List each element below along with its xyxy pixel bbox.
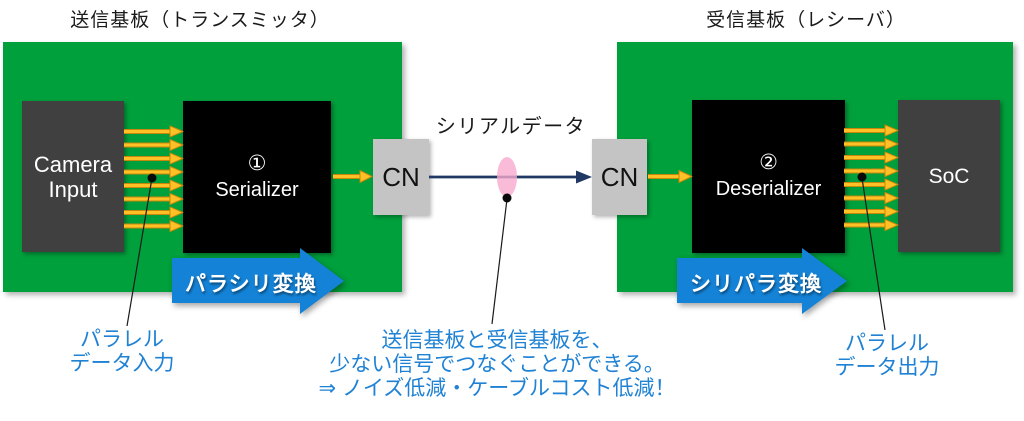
serializer-to-cn-arrow-icon bbox=[333, 171, 372, 183]
serial-data-label: シリアルデータ bbox=[435, 116, 587, 138]
transmitter-connector: CN bbox=[373, 139, 429, 215]
parallel-output-annotation-line2: データ出力 bbox=[834, 356, 940, 379]
parallel-input-annotation: パラレル データ入力 bbox=[57, 328, 187, 376]
input-callout-leader bbox=[126, 173, 157, 327]
serial-callout-leader bbox=[491, 193, 512, 325]
serializer-block: ① Serializer bbox=[183, 101, 331, 253]
camera-input-label-line2: Input bbox=[48, 176, 98, 202]
parallel-output-arrows-icon bbox=[844, 125, 898, 231]
parallel-output-annotation-line1: パラレル bbox=[845, 332, 929, 355]
transmitter-connector-label: CN bbox=[382, 161, 420, 192]
parallel-input-annotation-line2: データ入力 bbox=[69, 352, 175, 375]
serial-benefit-note-line3: ⇒ ノイズ低減・ケーブルコスト低減！ bbox=[318, 377, 676, 400]
deserializer-number: ② bbox=[759, 151, 778, 174]
parallel-input-annotation-line1: パラレル bbox=[80, 328, 164, 351]
parallel-to-serial-label: パラシリ変換 bbox=[185, 273, 317, 296]
receiver-connector: CN bbox=[592, 139, 647, 215]
serializer-number: ① bbox=[247, 151, 267, 175]
serial-benefit-note-line2: 少ない信号でつなぐことができる。 bbox=[329, 353, 665, 376]
deserializer-block: ② Deserializer bbox=[692, 100, 845, 253]
transmitter-title: 送信基板（トランスミッタ） bbox=[70, 10, 330, 31]
camera-input-block: Camera Input bbox=[22, 101, 124, 252]
parallel-to-serial-arrow-icon bbox=[172, 248, 344, 314]
serializer-label: Serializer bbox=[215, 178, 299, 201]
deserializer-label: Deserializer bbox=[715, 178, 822, 200]
serial-to-parallel-arrow-icon bbox=[677, 248, 847, 314]
parallel-output-annotation: パラレル データ出力 bbox=[822, 332, 952, 380]
output-callout-leader bbox=[857, 172, 886, 331]
soc-label: SoC bbox=[928, 164, 970, 188]
serial-to-parallel-label: シリパラ変換 bbox=[690, 273, 822, 296]
cable-highlight-ellipse-icon bbox=[497, 157, 517, 197]
serial-benefit-note-line1: 送信基板と受信基板を、 bbox=[381, 329, 613, 352]
receiver-title: 受信基板（レシーバ） bbox=[706, 10, 906, 31]
serial-benefit-note: 送信基板と受信基板を、 少ない信号でつなぐことができる。 ⇒ ノイズ低減・ケーブ… bbox=[287, 329, 707, 401]
camera-input-label-line1: Camera bbox=[33, 151, 113, 177]
cn-to-deserializer-arrow-icon bbox=[648, 171, 692, 183]
soc-block: SoC bbox=[898, 100, 1000, 252]
receiver-connector-label: CN bbox=[600, 161, 639, 192]
